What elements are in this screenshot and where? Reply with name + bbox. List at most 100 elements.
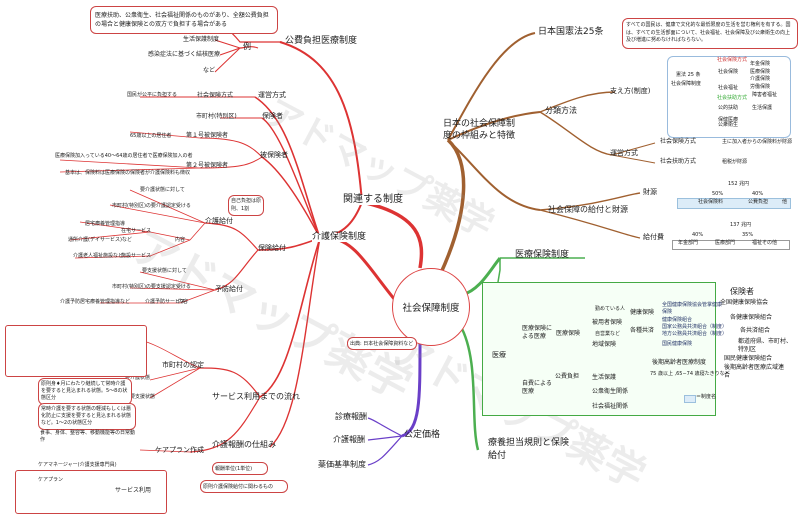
z1: 居宅療養管理指導 bbox=[85, 221, 126, 227]
sasaekata-label[interactable]: 支え方(制度) bbox=[610, 87, 651, 95]
zaigen-total: 152 兆円 bbox=[728, 181, 750, 187]
kouhi-rei[interactable]: 例 bbox=[243, 42, 251, 51]
yobo-kyufu[interactable]: 予防給付 bbox=[215, 285, 243, 293]
tree-root: 憲法 25 条 bbox=[676, 72, 701, 78]
kyufuhi-total: 137 兆円 bbox=[730, 222, 752, 228]
kouhi-item-1[interactable]: 感染症法に基づく結核医療 bbox=[148, 51, 221, 58]
source-note: 出典: 日本社会保障資料など bbox=[350, 341, 414, 347]
yk-note: 原則身♦月にわたり継続して常時介護を要すると見込まれる状態。5～8の状態区分 bbox=[41, 381, 128, 401]
z2: 通所介護(デイサービス)など bbox=[68, 237, 132, 243]
iryo-koshu[interactable]: 公衆衛生関係 bbox=[592, 388, 629, 395]
kenpo-title[interactable]: 日本国憲法25条 bbox=[538, 27, 604, 37]
tree-l1b: 医療保険 bbox=[750, 69, 771, 75]
iryo-kenko[interactable]: 健康保険 bbox=[630, 309, 655, 316]
ratio-note-box: 自己負担は原則、1割 bbox=[228, 195, 264, 216]
zaigen-c3: 他 bbox=[782, 199, 788, 205]
h1-note: 65歳以上の居住者 bbox=[130, 133, 172, 139]
zaitaku: 在宅サービス bbox=[121, 228, 152, 234]
yokaigo: 要介護状態 bbox=[125, 375, 151, 381]
kyufuhi-label[interactable]: 給付費 bbox=[643, 233, 664, 241]
cp1: ケアプラン bbox=[38, 477, 64, 483]
kyufuhi-c3: 福祉その他 bbox=[752, 240, 778, 246]
ratio-note: 自己負担は原則、1割 bbox=[231, 198, 262, 212]
iryo-fukushi[interactable]: 社会福祉関係 bbox=[592, 403, 629, 410]
hokensha-4: 国民健康保険組合 bbox=[724, 355, 773, 362]
unei-title[interactable]: 運営方式 bbox=[610, 149, 638, 157]
ryoyo-label[interactable]: 療養担当規則と保険給付 bbox=[488, 437, 570, 462]
unei-b[interactable]: 社会扶助方式 bbox=[660, 158, 697, 165]
houshu[interactable]: 介護報酬の仕組み bbox=[212, 440, 276, 449]
related-systems-label[interactable]: 関連する制度 bbox=[343, 194, 403, 205]
hokensha-0: 全国健康保険協会 bbox=[720, 299, 769, 306]
iryo-koki[interactable]: 後期高齢者医療制度 bbox=[652, 359, 707, 366]
y1: 要支援状態に対して bbox=[142, 268, 187, 274]
kyufuhi-p1: 40% bbox=[692, 232, 704, 238]
care-plan[interactable]: ケアプラン作成 bbox=[155, 446, 204, 454]
tree-l4: 保健医療 公衆衛生 bbox=[718, 117, 739, 128]
care-plan-diagram bbox=[15, 470, 167, 514]
tokucho-text: 日本の社会保障制度の枠組みと特徴 bbox=[443, 119, 516, 142]
tree-l2a: 障害者福祉 bbox=[752, 92, 778, 98]
iryo-kohi[interactable]: 公費負担 bbox=[555, 373, 580, 380]
yoshien: 要支援状態 bbox=[130, 394, 156, 400]
kouhi-item-2[interactable]: など bbox=[203, 67, 216, 74]
kouhi-note: 医療扶助、公衆衛生、社会福祉関係のものがあり、全額公費負担の場合と健康保険との双… bbox=[95, 12, 269, 28]
zaigen-c2: 公費負担 bbox=[748, 199, 769, 205]
iryo-hiyosha[interactable]: 被用者保険 bbox=[592, 319, 623, 326]
kotei-title[interactable]: 公定価格 bbox=[404, 430, 441, 440]
tree-l2: 社会福祉 bbox=[718, 85, 739, 91]
zaigen-c1: 社会保険料 bbox=[698, 199, 724, 205]
kyufuhi-p2: 35% bbox=[742, 232, 754, 238]
ryoyo-text: 療養担当規則と保険給付 bbox=[488, 438, 570, 461]
hokensha-3: 都道府県、市町村、特別区 bbox=[738, 338, 793, 353]
unei-b-note: 租税が財源 bbox=[722, 159, 748, 165]
kouhi-note-box: 医療扶助、公衆衛生、社会福祉関係のものがあり、全額公費負担の場合と健康保険との双… bbox=[90, 6, 278, 34]
iryo-label[interactable]: 医療 bbox=[492, 351, 506, 359]
iryo-chiiki[interactable]: 地域保険 bbox=[592, 341, 617, 348]
unei-a[interactable]: 社会保険方式 bbox=[660, 138, 697, 145]
iryo-title[interactable]: 医療保険制度 bbox=[515, 250, 570, 260]
center-node[interactable]: 社会保障制度 bbox=[392, 268, 470, 346]
unei-right[interactable]: 社会保険方式 bbox=[197, 92, 234, 99]
kaigo-kyufu[interactable]: 介護給付 bbox=[205, 217, 233, 225]
kaigo-title[interactable]: 介護保険制度 bbox=[312, 232, 367, 242]
iryo-kk1: 全国健康保険協会管掌健康保険 bbox=[662, 302, 723, 315]
iryo-hoken[interactable]: 医療保険による医療 bbox=[522, 325, 558, 341]
iryo-box bbox=[482, 282, 716, 416]
kotei-item-2[interactable]: 薬価基準制度 bbox=[318, 460, 366, 469]
kouhi-item-0[interactable]: 生活保護制度 bbox=[183, 36, 220, 43]
nintei[interactable]: 市町村の認定 bbox=[162, 361, 204, 369]
iryo-jihi[interactable]: 自費による医療 bbox=[522, 380, 554, 396]
ys-note: 常時介護を要する状態の軽減もしくは悪化防止に支援を要すると見込まれる状態など。1… bbox=[41, 406, 132, 426]
hokensha-label[interactable]: 保険者 bbox=[262, 112, 283, 120]
h2-label[interactable]: 第２号被保険者 bbox=[186, 162, 229, 169]
source-box: 出典: 日本社会保障資料など bbox=[347, 337, 417, 350]
kotei-item-0[interactable]: 診療報酬 bbox=[335, 412, 367, 421]
hihokensha-label[interactable]: 被保険者 bbox=[260, 151, 288, 159]
hokensha-5: 後期高齢者医療広域連合 bbox=[724, 364, 785, 379]
unei-hoshiki[interactable]: 運営方式 bbox=[258, 91, 286, 99]
iryo-ks2: 地方公務員共済組合（制度） bbox=[662, 331, 728, 337]
tree-tag1: 社会保険方式 bbox=[717, 57, 748, 63]
hokensha-val: 市町村(特別区) bbox=[196, 113, 237, 120]
zaigen-label[interactable]: 財源 bbox=[643, 188, 657, 196]
yk-note-box: 原則身♦月にわたり継続して常時介護を要すると見込まれる状態。5～8の状態区分 bbox=[38, 378, 132, 405]
kenpo-text: すべての国民は、健康で文化的な最低限度の生活を営む権利を有する。国は、すべての生… bbox=[626, 22, 791, 43]
branch-kotei bbox=[401, 343, 422, 438]
houshu-note: 報酬単位(1単位) bbox=[215, 466, 253, 472]
branch-right-top bbox=[438, 138, 466, 276]
kouhi-title[interactable]: 公費負担医療制度 bbox=[285, 36, 358, 46]
tokucho-label[interactable]: 日本の社会保障制度の枠組みと特徴 bbox=[443, 118, 523, 142]
zaigen-p2: 40% bbox=[752, 191, 764, 197]
houshu-note-box: 報酬単位(1単位) bbox=[212, 462, 268, 475]
bunrui-label[interactable]: 分類方法 bbox=[545, 106, 577, 115]
nintei-diagram-box bbox=[5, 325, 147, 377]
kyufu-zaigen[interactable]: 社会保障の給付と財源 bbox=[548, 205, 628, 214]
service-flow[interactable]: サービス利用までの流れ bbox=[212, 392, 300, 401]
iryo-seikatsu[interactable]: 生活保護 bbox=[592, 374, 617, 381]
kotei-item-1[interactable]: 介護報酬 bbox=[333, 435, 365, 444]
kyufu-label[interactable]: 保険給付 bbox=[258, 244, 286, 252]
iryo-hoken2[interactable]: 医療保険 bbox=[556, 330, 581, 337]
h1-label[interactable]: 第１号被保険者 bbox=[186, 132, 229, 139]
iryo-kakushu[interactable]: 各種共済 bbox=[630, 327, 655, 334]
